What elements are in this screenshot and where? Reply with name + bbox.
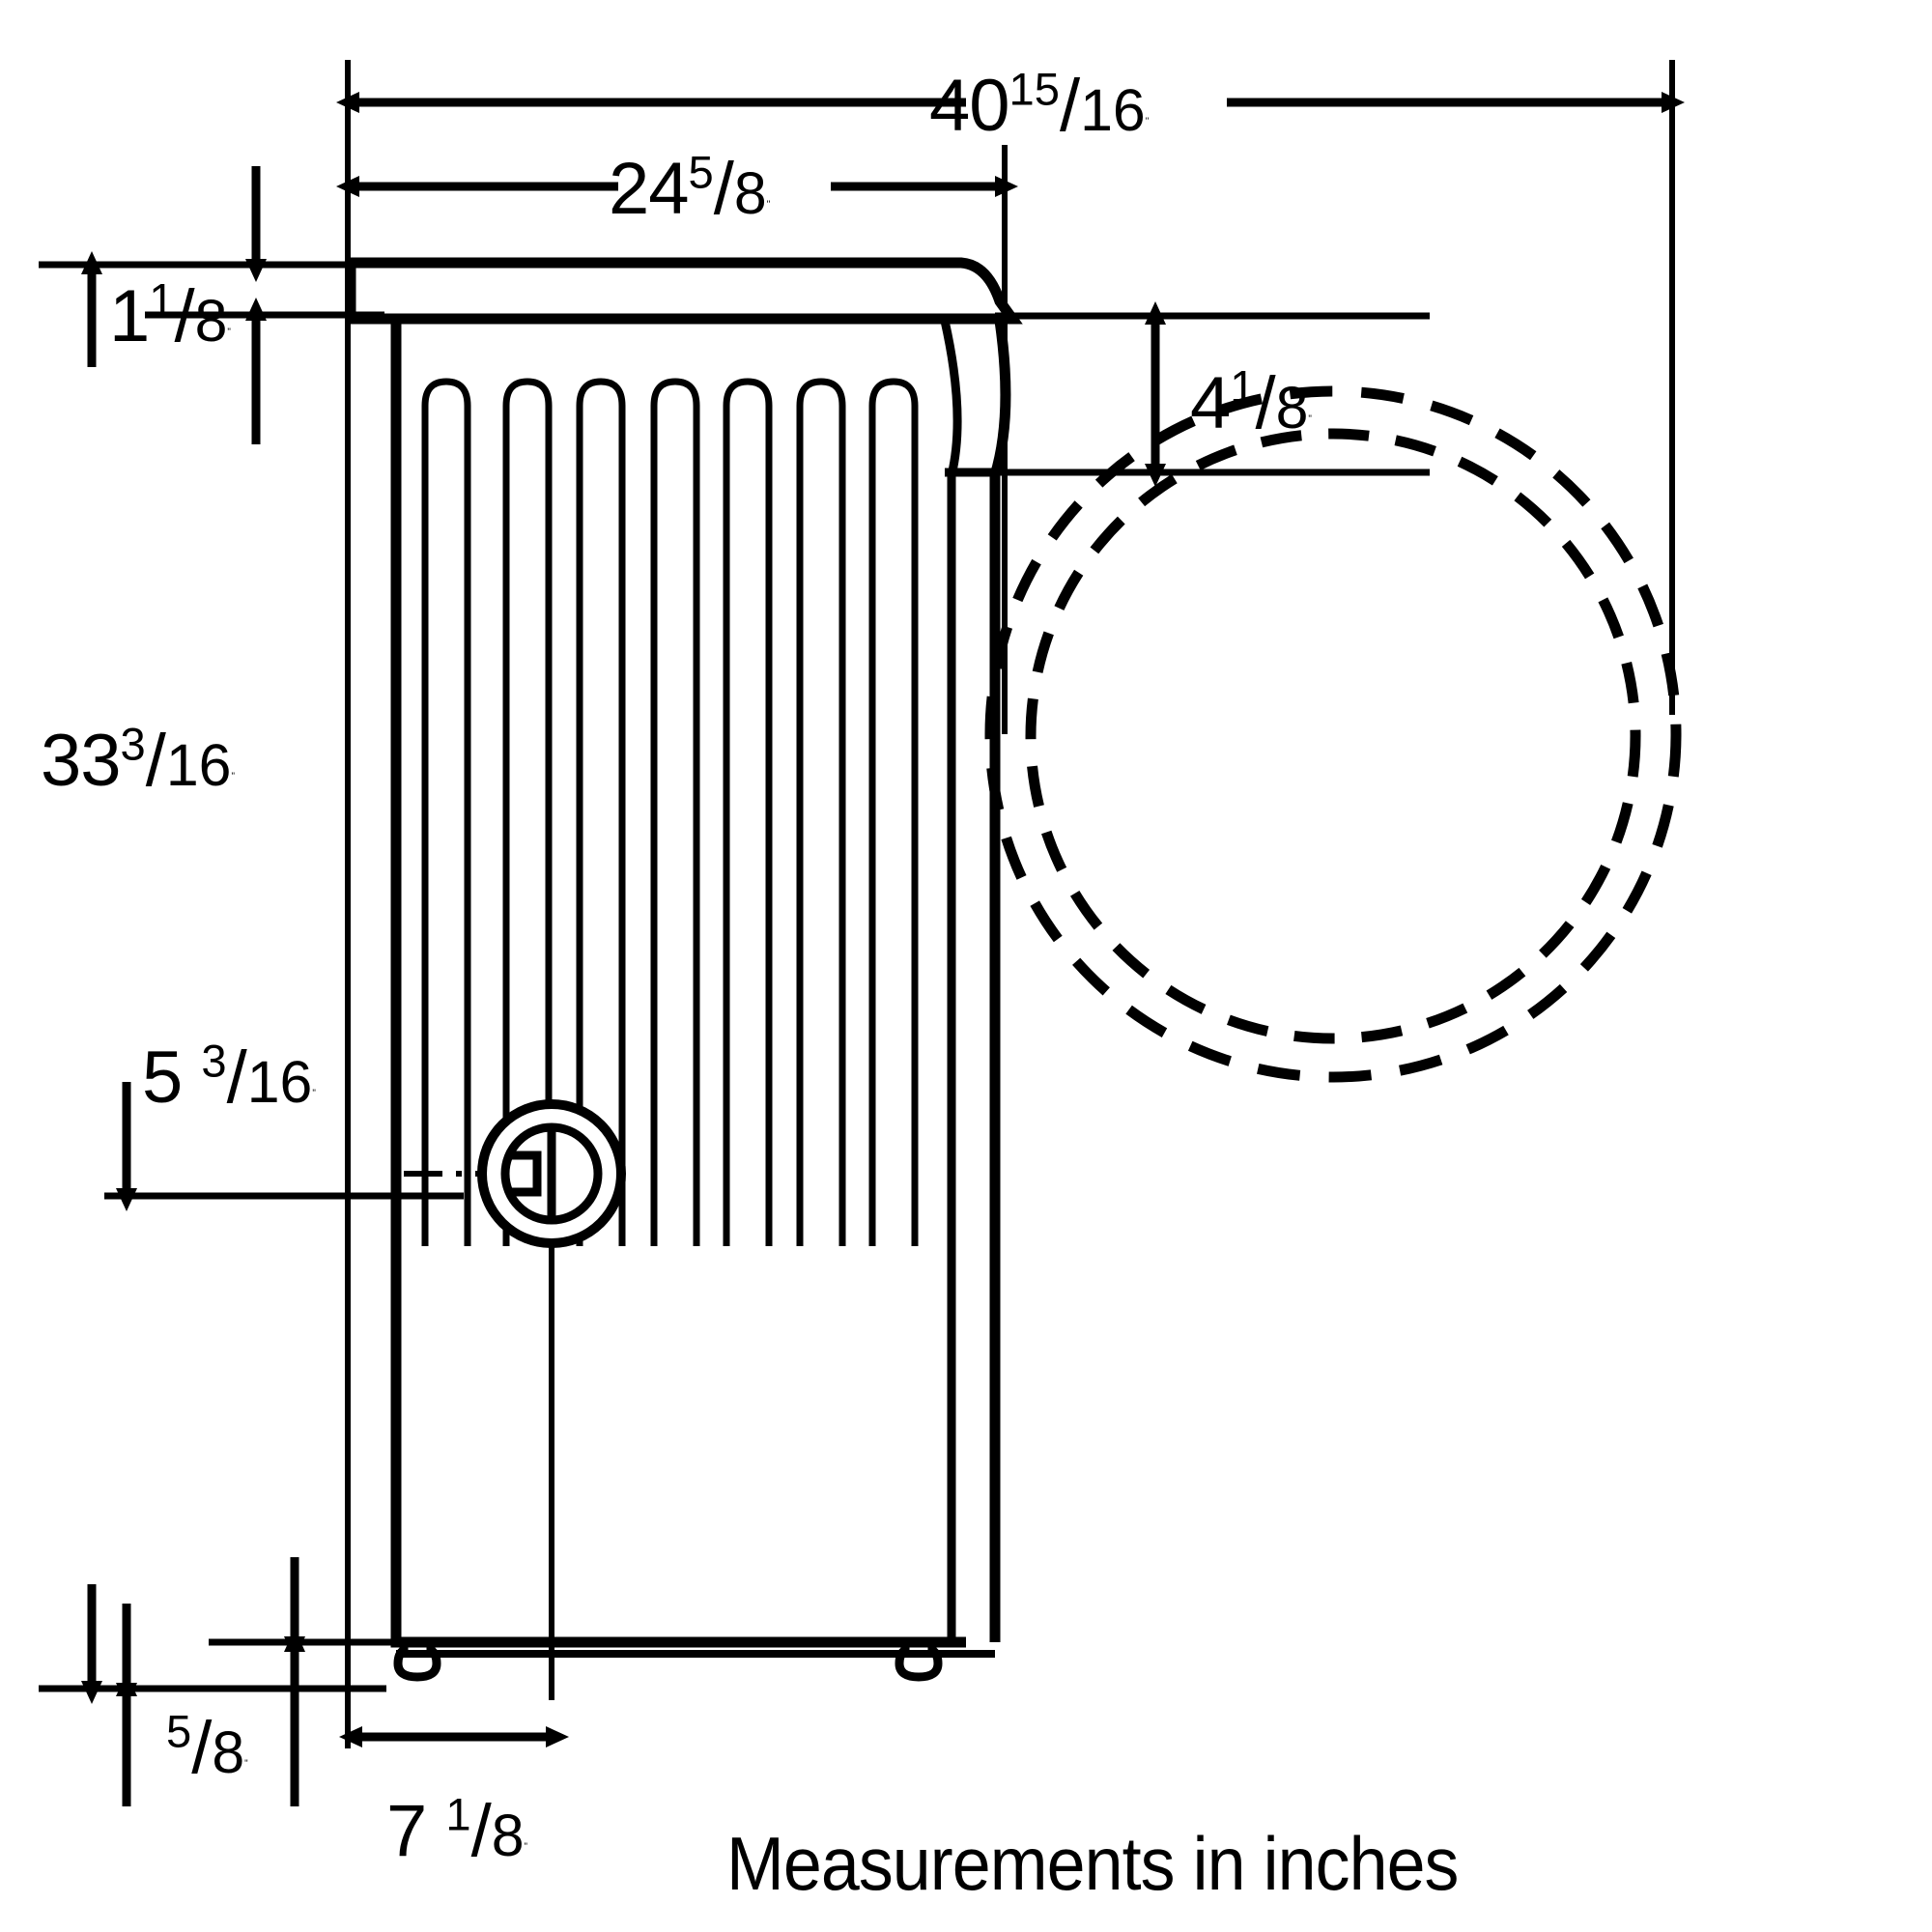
dim-label-leg-height: 5/8": [166, 1705, 248, 1789]
side-panel-ribs: [421, 378, 919, 1246]
dim-label-door-top-offset: 41/8": [1190, 360, 1312, 444]
dim-line-leg-height: [116, 1557, 305, 1806]
dim-label-overall-height: 333/16": [41, 718, 236, 802]
appliance-top-panel: [345, 257, 1023, 325]
dim-label-top-panel-height: 11/8": [109, 273, 231, 357]
appliance-cabinet-body: [390, 321, 966, 1648]
dim-label-vent-centre-offset: 7 1/8": [386, 1788, 528, 1872]
appliance-door-bezel-contour: [940, 320, 962, 1642]
dim-label-cabinet-depth: 245/8": [609, 146, 771, 230]
measurement-units-caption: Measurements in inches: [726, 1821, 1459, 1906]
door-swing-arc-outer: [984, 385, 1682, 1083]
vent-centre-lines: [404, 1171, 554, 1700]
horizontal-witness-lines: [39, 261, 1430, 1692]
door-swing-arc-inner: [1025, 428, 1641, 1044]
vent-knob: [477, 1099, 626, 1248]
dim-label-vent-centre-height: 5 3/16": [142, 1035, 316, 1119]
dim-label-overall-depth: 4015/16": [929, 63, 1150, 147]
